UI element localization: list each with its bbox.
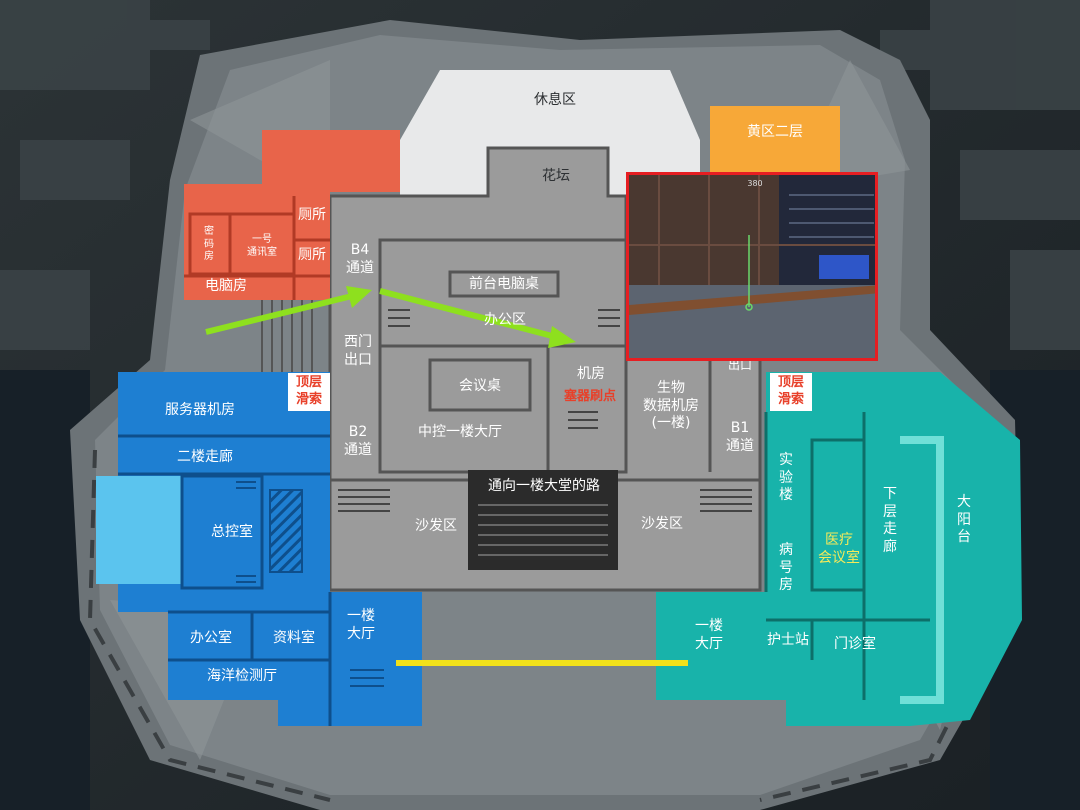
label-front-desk: 前台电脑桌 [469, 276, 539, 292]
label-exit-right: 出口 [727, 358, 752, 372]
yellow-zone-2f-area [710, 106, 840, 172]
label-meeting-table: 会议桌 [459, 378, 501, 394]
label-bio-data-room: 生物 数据机房 (一楼) [643, 380, 699, 431]
label-server-room: 服务器机房 [165, 402, 235, 418]
teal-zone [656, 372, 1022, 726]
label-office: 办公室 [190, 630, 232, 646]
label-b2-passage: B2 通道 [344, 424, 372, 458]
label-yellow-zone-2f: 黄区二层 [747, 124, 803, 140]
label-b1-passage: B1 通道 [726, 420, 754, 454]
label-password-room: 密 码 房 [204, 226, 214, 262]
label-lobby-left: 一楼 大厅 [347, 608, 375, 642]
label-road-to-lobby: 通向一楼大堂的路 [488, 478, 600, 494]
label-toilet-1: 厕所 [298, 207, 326, 223]
label-west-exit: 西门 出口 [344, 334, 372, 368]
terrain-blocks [0, 0, 1080, 350]
red-zone [184, 130, 400, 300]
blue-zone [96, 372, 422, 726]
label-nurse-station: 护士站 [767, 632, 809, 648]
label-control-room: 总控室 [211, 524, 253, 540]
tag-spawn-point: 塞器刷点 [563, 389, 616, 404]
label-comm-room-1: 一号 通讯室 [247, 234, 277, 258]
screenshot-thumbnail-icon [629, 175, 875, 358]
label-lower-corridor: 下 层 走 廊 [883, 486, 897, 555]
label-flower-bed: 花坛 [542, 168, 570, 184]
tag-zipline-left: 顶层 滑索 [288, 373, 330, 411]
label-medical-meeting: 医疗 会议室 [818, 532, 860, 566]
label-office-area: 办公区 [484, 312, 526, 328]
tag-zipline-right: 顶层 滑索 [770, 373, 812, 411]
inset-hud-text: 380 [747, 179, 763, 188]
label-lounge: 休息区 [534, 92, 576, 108]
inset-screenshot[interactable]: 380 [626, 172, 878, 361]
label-b4-passage: B4 通道 [346, 242, 374, 276]
label-sofa-right: 沙发区 [641, 516, 683, 532]
label-machine-room: 机房 [577, 366, 605, 382]
label-lab-building: 实 验 楼 [779, 452, 793, 503]
label-sun-deck: 大 阳 台 [957, 494, 971, 545]
label-sofa-left: 沙发区 [415, 518, 457, 534]
path-arrows [205, 286, 576, 348]
label-archive: 资料室 [273, 630, 315, 646]
label-corridor-2f: 二楼走廊 [177, 449, 233, 465]
label-control-hall: 中控一楼大厅 [418, 424, 502, 440]
label-computer-room: 电脑房 [205, 278, 247, 294]
label-clinic: 门诊室 [834, 636, 876, 652]
label-lobby-right: 一楼 大厅 [695, 618, 723, 652]
label-ward-building: 病 号 房 [779, 542, 793, 593]
label-ocean-lab: 海洋检测厅 [207, 668, 277, 684]
label-toilet-2: 厕所 [298, 247, 326, 263]
